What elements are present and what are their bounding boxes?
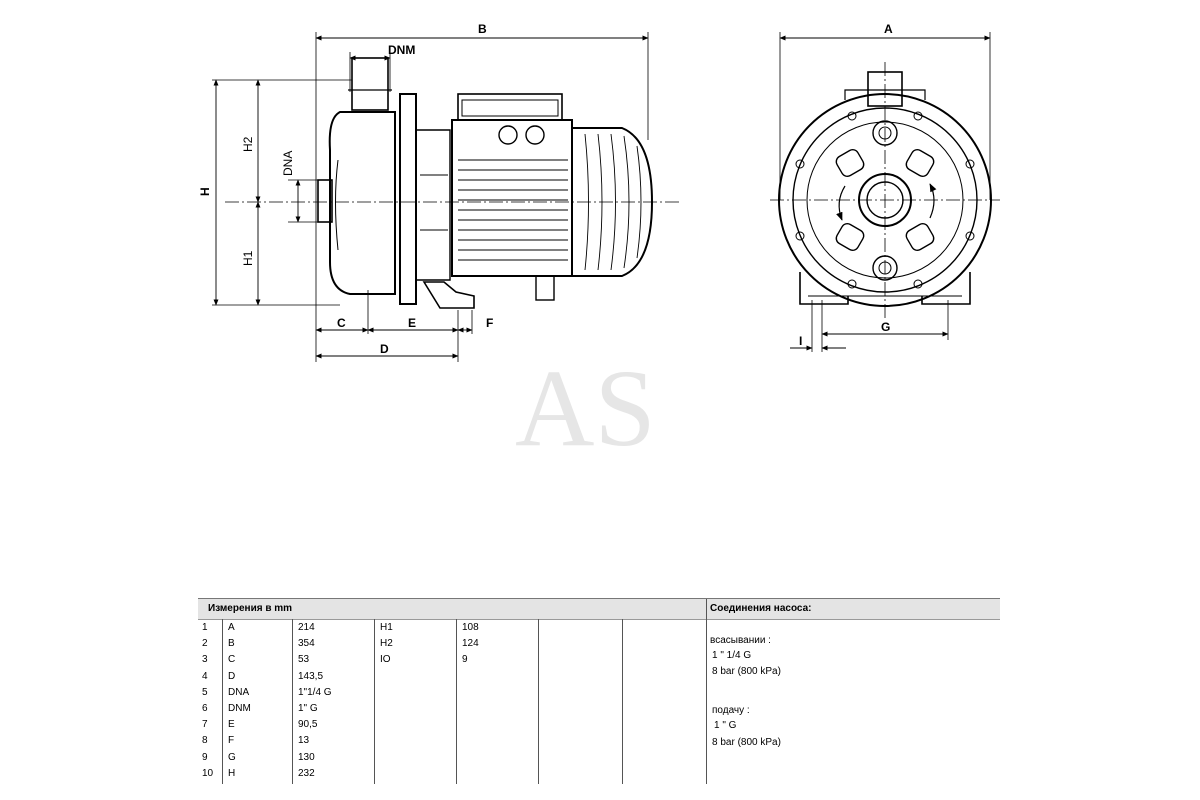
column-divider bbox=[456, 619, 457, 784]
dim-label-h1: H1 bbox=[241, 250, 255, 266]
dim-label-h2: H2 bbox=[241, 136, 255, 152]
column-divider bbox=[622, 619, 623, 784]
dim-label-g: G bbox=[881, 320, 890, 334]
dimension-name: DNM bbox=[228, 703, 251, 714]
watermark-text: AS bbox=[515, 347, 656, 469]
dim-label-dnm: DNM bbox=[388, 43, 415, 57]
row-number: 7 bbox=[202, 719, 208, 731]
dim-label-e: E bbox=[408, 316, 416, 330]
dim-label-h: H bbox=[198, 187, 212, 196]
row-number: 9 bbox=[202, 751, 208, 763]
dimension-name: D bbox=[228, 670, 236, 682]
discharge-pressure: 8 bar (800 kPa) bbox=[712, 737, 781, 748]
table-header: Измерения в mm Соединения насоса: bbox=[198, 599, 1000, 620]
row-number: 5 bbox=[202, 686, 208, 698]
column-divider bbox=[222, 619, 223, 784]
row-number: 8 bbox=[202, 735, 208, 747]
connections-header: Соединения насоса: bbox=[710, 603, 812, 614]
dimension-value: 13 bbox=[298, 735, 310, 747]
discharge-size: 1 " G bbox=[714, 720, 737, 731]
row-number: 6 bbox=[202, 703, 208, 714]
dimension-value: 108 bbox=[462, 622, 479, 633]
dim-label-a: A bbox=[884, 22, 893, 36]
dim-label-b: B bbox=[478, 22, 487, 36]
dimension-value: 1"1/4 G bbox=[298, 686, 332, 698]
dimension-name: E bbox=[228, 719, 235, 731]
discharge-label: подачу : bbox=[712, 705, 750, 716]
suction-label: всасывании : bbox=[710, 635, 771, 646]
column-divider bbox=[706, 599, 707, 784]
row-number: 2 bbox=[202, 638, 208, 650]
dimension-name: F bbox=[228, 735, 235, 747]
column-divider bbox=[292, 619, 293, 784]
dimension-name: H bbox=[228, 767, 236, 779]
dimensions-header: Измерения в mm bbox=[208, 603, 293, 614]
dimension-value: 90,5 bbox=[298, 719, 318, 731]
side-view bbox=[212, 32, 680, 362]
dimension-name: B bbox=[228, 638, 235, 650]
row-number: 4 bbox=[202, 670, 208, 682]
row-number: 3 bbox=[202, 654, 208, 666]
dimension-name: IO bbox=[380, 654, 391, 666]
column-divider bbox=[538, 619, 539, 784]
dimension-value: 9 bbox=[462, 654, 468, 666]
front-view bbox=[770, 32, 1000, 352]
dimension-name: C bbox=[228, 654, 236, 666]
dimension-value: 130 bbox=[298, 751, 315, 763]
column-divider bbox=[374, 619, 375, 784]
dim-label-d: D bbox=[380, 342, 389, 356]
dim-label-dna: DNA bbox=[281, 151, 295, 176]
dimension-value: 214 bbox=[298, 622, 315, 633]
dimension-name: A bbox=[228, 622, 235, 633]
dimension-value: 232 bbox=[298, 767, 315, 779]
dimensions-table: Измерения в mm Соединения насоса: 1 A 214 2… bbox=[198, 598, 1000, 784]
dimension-value: 143,5 bbox=[298, 670, 324, 682]
dimension-value: 124 bbox=[462, 638, 479, 650]
dimension-name: DNA bbox=[228, 686, 250, 698]
suction-size: 1 " 1/4 G bbox=[712, 650, 752, 661]
dimension-value: 354 bbox=[298, 638, 315, 650]
dimension-value: 53 bbox=[298, 654, 310, 666]
dimension-name: G bbox=[228, 751, 236, 763]
dim-label-i: I bbox=[799, 334, 802, 348]
dimension-name: H2 bbox=[380, 638, 393, 650]
suction-pressure: 8 bar (800 kPa) bbox=[712, 666, 781, 677]
dimension-name: H1 bbox=[380, 622, 393, 633]
dimension-value: 1" G bbox=[298, 703, 318, 714]
dim-label-f: F bbox=[486, 316, 493, 330]
row-number: 1 bbox=[202, 622, 208, 633]
row-number: 10 bbox=[202, 767, 214, 779]
dim-label-c: C bbox=[337, 316, 346, 330]
